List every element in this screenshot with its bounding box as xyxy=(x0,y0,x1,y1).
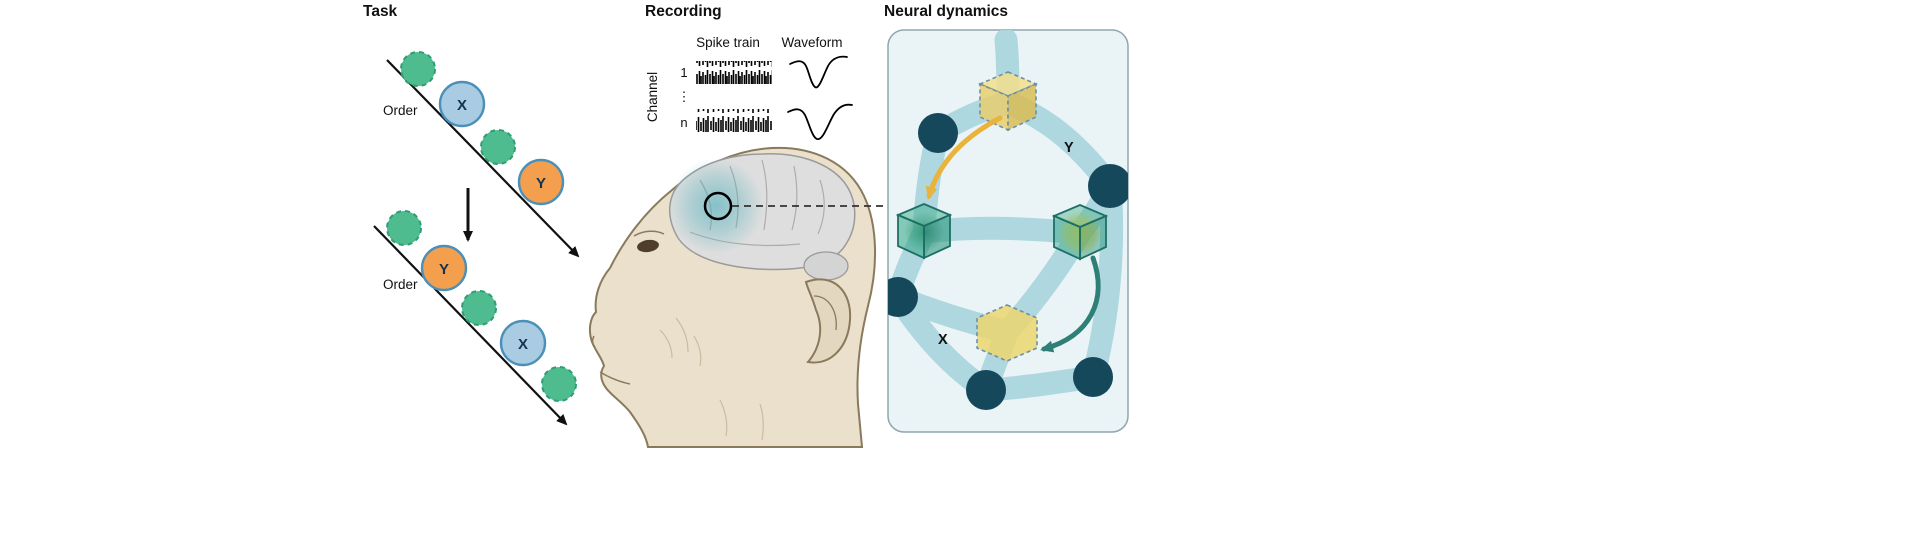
transition-arrow-yellow xyxy=(925,115,1003,200)
waveform-trace-channel-n xyxy=(787,103,853,140)
cube-right-face xyxy=(1007,82,1037,132)
latent-state-cube-top xyxy=(977,71,1039,132)
network-node xyxy=(1073,357,1113,397)
waveform-trace-channel-1 xyxy=(789,55,848,89)
monkey-ear-inner-line xyxy=(813,295,837,331)
stimulus-label-y: Y xyxy=(439,261,449,278)
channel-1-label: 1 xyxy=(680,65,687,80)
fur-stroke xyxy=(759,403,764,441)
brain-sulcus-line xyxy=(791,165,798,231)
stimulus-circle-y xyxy=(517,158,565,206)
spike-train-raster-channel-1 xyxy=(696,61,772,84)
latent-state-cube-right xyxy=(1051,204,1109,261)
recording-panel: Recording Spike train Waveform Channel 1… xyxy=(588,3,888,448)
stimulus-label-x: X xyxy=(518,336,528,353)
stimulus-label-x: X xyxy=(457,97,467,114)
sequence-order-arrow xyxy=(386,59,580,258)
order-label: Order xyxy=(383,103,418,118)
cerebellum xyxy=(803,251,849,281)
spike-train-raster-channel-n xyxy=(696,109,772,132)
recording-site-glow xyxy=(668,158,764,254)
distractor-circle xyxy=(541,366,577,402)
distractor-circle xyxy=(400,51,436,87)
state-label-y: Y xyxy=(1064,140,1074,156)
network-node xyxy=(918,113,958,153)
network-nodes xyxy=(888,113,1128,410)
network-edge xyxy=(1081,174,1124,389)
network-node xyxy=(1088,164,1128,208)
recording-panel-title: Recording xyxy=(645,3,722,20)
latent-state-hexagon-bottom xyxy=(976,304,1038,362)
spike-train-column-label: Spike train xyxy=(696,35,760,50)
channel-n-label: n xyxy=(680,115,687,130)
distractor-circle xyxy=(386,210,422,246)
monkey-mouth-line xyxy=(599,371,631,385)
latent-state-cube-left xyxy=(895,203,953,260)
state-label-x: X xyxy=(938,332,948,348)
stimulus-circle-x xyxy=(438,80,486,128)
task-panel: Task Order X Y Order Y X xyxy=(363,3,580,426)
stimulus-label-y: Y xyxy=(536,175,546,192)
neural-dynamics-panel: Neural dynamics xyxy=(884,3,1129,433)
stimulus-circle-y xyxy=(420,244,468,292)
network-node xyxy=(966,370,1006,410)
monkey-ear xyxy=(804,278,852,364)
order-label: Order xyxy=(383,277,418,292)
channel-ellipsis: ⋮ xyxy=(678,89,691,104)
cube-right-face xyxy=(1079,214,1107,261)
brain-sulcus-line xyxy=(817,179,825,235)
fur-stroke xyxy=(693,335,702,367)
distractor-circle xyxy=(461,290,497,326)
monkey-fur-strokes xyxy=(659,317,764,441)
brain-sulcus-line xyxy=(761,159,768,231)
sequence-order-arrow xyxy=(373,225,568,426)
waveform-column-label: Waveform xyxy=(781,35,842,50)
cube-right-face xyxy=(923,213,951,260)
monkey-nostril xyxy=(591,335,596,348)
neural-dynamics-panel-title: Neural dynamics xyxy=(884,3,1008,20)
recording-site-circle xyxy=(703,191,733,221)
monkey-eye xyxy=(637,239,659,253)
network-node xyxy=(888,277,918,317)
task-panel-title: Task xyxy=(363,3,398,20)
channel-axis-label: Channel xyxy=(645,72,660,122)
stimulus-circle-x xyxy=(499,319,547,367)
fur-stroke xyxy=(675,317,689,353)
monkey-head-illustration xyxy=(588,146,888,448)
transition-arrow-teal xyxy=(1040,255,1101,353)
fur-stroke xyxy=(659,329,673,359)
monkey-brow-line xyxy=(633,230,665,237)
distractor-circle xyxy=(480,129,516,165)
fur-stroke xyxy=(719,399,728,437)
